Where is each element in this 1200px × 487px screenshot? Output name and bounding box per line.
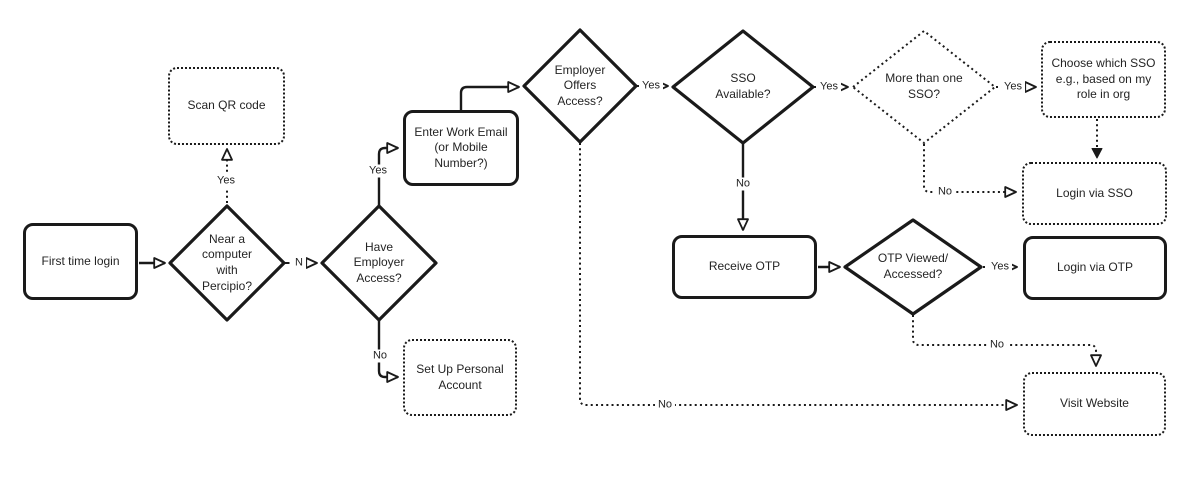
node-choose-which-sso: Choose which SSO e.g., based on my role …: [1041, 41, 1166, 118]
decision-have-employer-access: [320, 204, 438, 322]
decision-employer-offers: [522, 28, 638, 144]
edge-label-yes-sso-available: Yes: [639, 79, 663, 93]
node-enter-work-email: Enter Work Email (or Mobile Number?): [403, 110, 519, 186]
edge-have-employer-to-setup-personal: [377, 321, 399, 383]
edge-label-yes-scan-qr: Yes: [214, 174, 238, 188]
edge-have-employer-to-enter-email: [377, 142, 399, 205]
edge-employer-offers-to-visit-website: [579, 143, 1018, 411]
edge-label-no-visit-website: No: [654, 398, 676, 412]
node-scan-qr-code: Scan QR code: [168, 67, 285, 145]
node-set-up-personal-account: Set Up Personal Account: [403, 339, 517, 416]
edge-otp-viewed-to-visit-website: [912, 315, 1102, 367]
edge-label-no-otp-visit: No: [986, 338, 1008, 352]
edge-enter-email-to-employer-offers: [459, 81, 520, 110]
decision-sso-available: [671, 29, 815, 145]
edge-label-no-setup-personal: No: [369, 349, 391, 363]
edge-label-no-receive-otp: No: [732, 177, 754, 191]
edge-label-yes-login-otp: Yes: [988, 260, 1012, 274]
edge-label-n-have-employer: N: [292, 256, 306, 270]
decision-more-than-one-sso: [852, 30, 996, 144]
node-login-via-sso: Login via SSO: [1022, 162, 1167, 225]
node-visit-website: Visit Website: [1023, 372, 1166, 436]
node-receive-otp: Receive OTP: [672, 235, 817, 299]
edge-more-than-one-to-login-sso: [923, 144, 1017, 198]
edge-label-no-login-sso: No: [934, 185, 956, 199]
node-first-time-login: First time login: [23, 223, 138, 300]
edge-label-yes-choose-sso: Yes: [1001, 80, 1025, 94]
node-login-via-otp: Login via OTP: [1023, 236, 1167, 300]
edge-label-yes-enter-email: Yes: [366, 164, 390, 178]
decision-otp-viewed: [843, 218, 983, 316]
edge-label-yes-more-than-one: Yes: [817, 80, 841, 94]
decision-near-computer: [168, 204, 286, 322]
